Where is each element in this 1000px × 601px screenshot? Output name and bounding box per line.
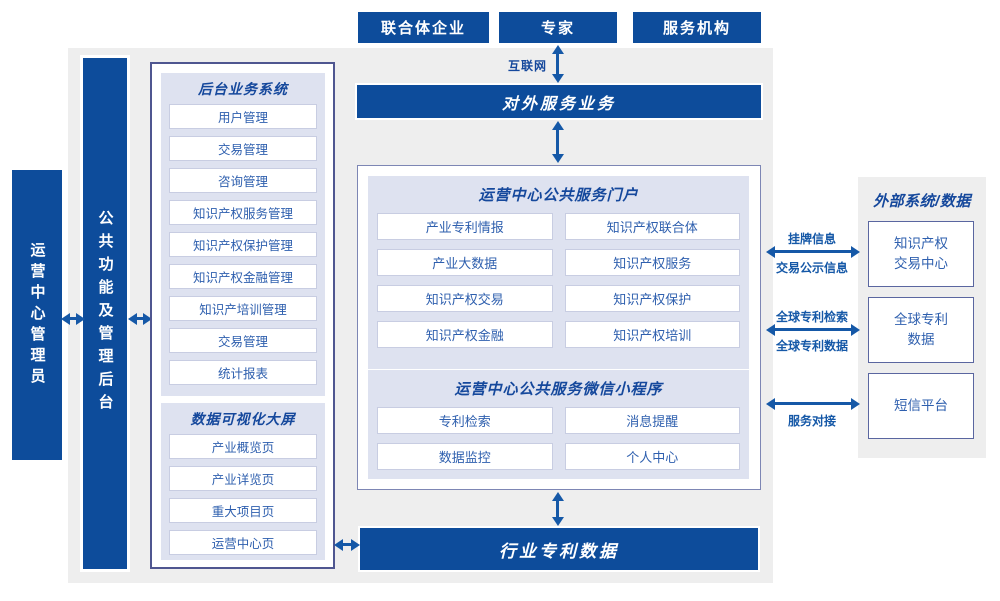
section-title: 数据可视化大屏	[190, 411, 296, 427]
operations-admin-bar: 运营中心管理员	[12, 170, 62, 460]
list-item: 知识产权培训	[564, 321, 740, 348]
arrow-portal-to-industry	[551, 492, 564, 526]
list-item: 知识产权保护	[564, 285, 740, 312]
link-label: 服务对接	[787, 414, 836, 428]
arrow-global-patent	[766, 323, 860, 336]
list-item: 产业大数据	[377, 249, 553, 276]
list-item: 统计报表	[169, 360, 317, 385]
portal-items: 产业专利情报 知识产权联合体 产业大数据 知识产权服务 知识产权交易 知识产权保…	[368, 211, 749, 350]
operations-admin-label: 运营中心管理员	[28, 241, 46, 389]
center-panel: 运营中心公共服务门户 产业专利情报 知识产权联合体 产业大数据 知识产权服务 知…	[357, 165, 761, 490]
public-functions-backend-bar: 公共功能及管理后台	[83, 58, 127, 569]
arrow-ext-to-portal	[551, 121, 564, 163]
list-item: 用户管理	[169, 104, 317, 129]
list-item: 重大项目页	[169, 498, 317, 523]
list-item: 专利检索	[377, 407, 553, 434]
industry-patent-data-bar: 行业专利数据	[360, 528, 758, 570]
list-item: 知识产权服务	[564, 249, 740, 276]
internet-label: 互联网	[507, 59, 547, 73]
arrow-leftpanel-industry	[334, 538, 360, 551]
list-item: 知识产权金融管理	[169, 264, 317, 289]
list-item: 消息提醒	[564, 407, 740, 434]
link-label: 全球专利数据	[775, 339, 848, 353]
link-label: 挂牌信息	[787, 232, 836, 246]
link-label: 交易公示信息	[775, 261, 848, 275]
backend-system-section: 后台业务系统 用户管理 交易管理 咨询管理 知识产权服务管理 知识产权保护管理 …	[161, 73, 325, 396]
section-title: 运营中心公共服务门户	[478, 187, 639, 204]
arrow-admin-backend	[61, 312, 85, 325]
external-box-ip-exchange: 知识产权 交易中心	[868, 221, 974, 287]
list-item: 知识产培训管理	[169, 296, 317, 321]
box-label-line: 交易中心	[894, 256, 948, 271]
public-functions-backend-label: 公共功能及管理后台	[96, 210, 114, 417]
arrow-internet	[551, 45, 564, 83]
list-item: 交易管理	[169, 328, 317, 353]
public-service-portal-section: 运营中心公共服务门户 产业专利情报 知识产权联合体 产业大数据 知识产权服务 知…	[368, 176, 749, 369]
box-label-line: 知识产权	[894, 236, 948, 252]
arrow-service-connect	[766, 397, 860, 410]
list-item: 知识产权联合体	[564, 213, 740, 240]
list-item: 知识产权服务管理	[169, 200, 317, 225]
data-visualization-section: 数据可视化大屏 产业概览页 产业详览页 重大项目页 运营中心页	[161, 403, 325, 560]
external-systems-panel: 外部系统/数据 知识产权 交易中心 全球专利 数据 短信平台	[858, 177, 986, 458]
external-service-bar: 对外服务业务	[357, 85, 761, 118]
list-item: 产业详览页	[169, 466, 317, 491]
external-box-global-patent-data: 全球专利 数据	[868, 297, 974, 363]
list-item: 运营中心页	[169, 530, 317, 555]
external-box-sms-platform: 短信平台	[868, 373, 974, 439]
list-item: 交易管理	[169, 136, 317, 161]
data-visualization-items: 产业概览页 产业详览页 重大项目页 运营中心页	[161, 434, 325, 555]
box-label-line: 数据	[907, 332, 935, 347]
left-panel: 后台业务系统 用户管理 交易管理 咨询管理 知识产权服务管理 知识产权保护管理 …	[150, 62, 335, 569]
backend-system-items: 用户管理 交易管理 咨询管理 知识产权服务管理 知识产权保护管理 知识产权金融管…	[161, 104, 325, 385]
miniprogram-items: 专利检索 消息提醒 数据监控 个人中心	[368, 405, 749, 472]
list-item: 咨询管理	[169, 168, 317, 193]
list-item: 个人中心	[564, 443, 740, 470]
list-item: 产业概览页	[169, 434, 317, 459]
list-item: 产业专利情报	[377, 213, 553, 240]
external-systems-title: 外部系统/数据	[873, 193, 971, 210]
box-label-line: 全球专利	[894, 312, 948, 328]
actor-box-service-orgs: 服务机构	[633, 12, 761, 43]
actor-box-consortium: 联合体企业	[358, 12, 489, 43]
section-title: 后台业务系统	[198, 81, 288, 97]
section-title: 运营中心公共服务微信小程序	[454, 381, 663, 398]
wechat-miniprogram-section: 运营中心公共服务微信小程序 专利检索 消息提醒 数据监控 个人中心	[368, 370, 749, 479]
box-label-line: 短信平台	[894, 398, 948, 414]
list-item: 知识产权金融	[377, 321, 553, 348]
arrow-ip-exchange	[766, 245, 860, 258]
actor-box-experts: 专家	[499, 12, 617, 43]
arrow-backend-leftpanel	[128, 312, 152, 325]
link-label: 全球专利检索	[775, 310, 848, 324]
list-item: 知识产权保护管理	[169, 232, 317, 257]
list-item: 数据监控	[377, 443, 553, 470]
list-item: 知识产权交易	[377, 285, 553, 312]
